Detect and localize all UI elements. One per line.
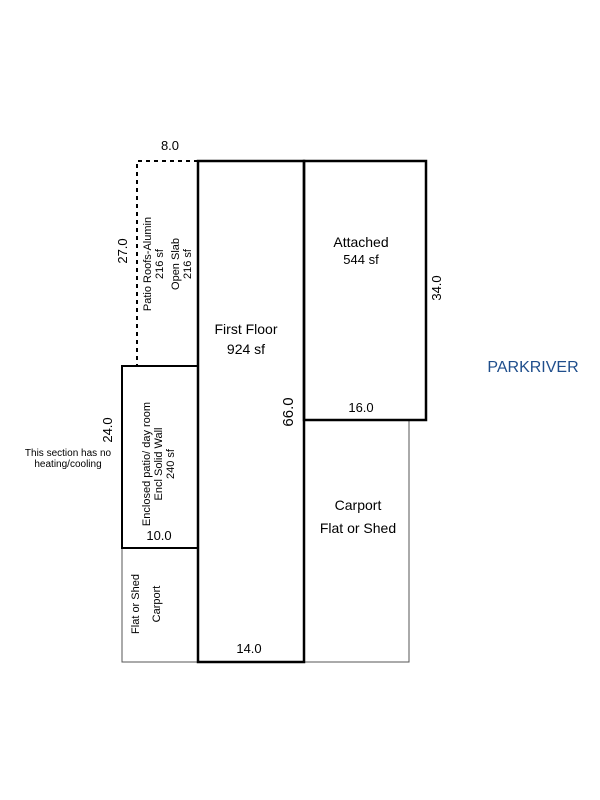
open-slab-name: Open Slab (170, 238, 182, 290)
dim-enclosed-depth: 24.0 (100, 417, 115, 442)
first-floor-size: 924 sf (227, 341, 265, 357)
dim-first-floor-depth: 66.0 (280, 397, 297, 426)
enclosed-patio-name: Enclosed patio/ day room (141, 402, 153, 526)
open-slab-size: 216 sf (182, 248, 194, 279)
dim-patio-width: 8.0 (161, 138, 179, 153)
enclosed-patio-size: 240 sf (165, 448, 177, 479)
carport-left-label-group: Flat or Shed Carport (130, 574, 163, 634)
dim-attached-width: 16.0 (348, 400, 373, 415)
dim-first-floor-width: 14.0 (236, 641, 261, 656)
dim-enclosed-width: 10.0 (146, 528, 171, 543)
carport-right-sub: Flat or Shed (320, 520, 396, 536)
attached-size: 544 sf (343, 252, 379, 267)
carport-right-outline (303, 419, 410, 663)
enclosed-patio-label-group: Enclosed patio/ day room Encl Solid Wall… (141, 402, 177, 526)
parkriver-label: PARKRIVER (487, 359, 578, 376)
carport-right-name: Carport (335, 497, 382, 513)
carport-left-name: Flat or Shed (130, 574, 142, 634)
patio-roofs-name: Patio Roofs-Alumin (142, 217, 154, 311)
patio-roofs-label-group: Patio Roofs-Alumin 216 sf Open Slab 216 … (142, 217, 194, 311)
no-heating-note-line2: heating/cooling (34, 459, 101, 470)
no-heating-note-line1: This section has no (25, 448, 112, 459)
attached-name: Attached (333, 234, 388, 250)
dim-attached-depth: 34.0 (429, 275, 444, 300)
encl-solid-wall-name: Encl Solid Wall (153, 428, 165, 501)
carport-left-sub: Carport (151, 586, 163, 623)
first-floor-name: First Floor (215, 321, 278, 337)
attached-outline (302, 159, 428, 422)
dim-patio-depth: 27.0 (115, 238, 130, 263)
patio-roofs-size: 216 sf (154, 248, 166, 279)
